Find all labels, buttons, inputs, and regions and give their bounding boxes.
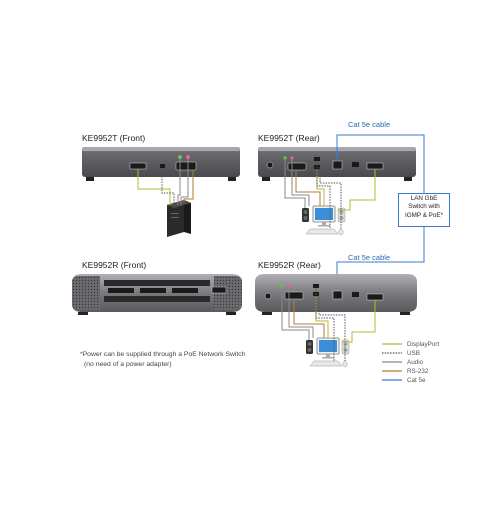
legend-item-displayport: DisplayPort [382, 340, 482, 349]
tx-front-displayport [129, 162, 147, 170]
rx-front-device [72, 274, 242, 315]
legend-item-usb: USB [382, 349, 482, 358]
switch-line-2: Switch with [408, 203, 440, 211]
cat5e-top-cable [334, 134, 425, 193]
legend-item-audio: Audio [382, 358, 482, 367]
rx-rear-title: KE9952R (Rear) [258, 260, 321, 270]
speaker-icon [306, 340, 313, 354]
lan-switch-box: LAN GbE Switch with IGMP & PoE* [398, 193, 450, 227]
cable-legend: DisplayPort USB Audio RS-232 Cat 5e [382, 340, 482, 385]
legend-label: Audio [407, 359, 424, 366]
tx-rear-device [258, 147, 416, 181]
keyboard-icon [309, 360, 343, 367]
legend-label: Cat 5e [407, 377, 426, 384]
legend-label: USB [407, 350, 420, 357]
tx-front-title: KE9952T (Front) [82, 133, 146, 143]
legend-item-rs232: RS-232 [382, 367, 482, 376]
tx-rear-usb-1 [314, 157, 320, 161]
rx-rear-lan-port [332, 290, 343, 300]
tx-rear-cables [284, 160, 376, 229]
rx-front-title: KE9952R (Front) [82, 260, 147, 270]
legend-label: RS-232 [407, 368, 429, 375]
rx-rear-serial-port [284, 291, 304, 300]
tx-rear-sfp-port [352, 162, 359, 167]
mouse-icon [338, 228, 344, 236]
legend-label: DisplayPort [407, 341, 440, 348]
speaker-icon [302, 208, 309, 222]
cable-label-bottom: Cat 5e cable [348, 253, 391, 262]
legend-item-cat5e: Cat 5e [382, 376, 482, 385]
tx-rear-lan-port [332, 160, 343, 170]
switch-line-3: IGMP & PoE* [404, 211, 444, 219]
poe-note: *Power can be supplied through a PoE Net… [80, 350, 245, 370]
tx-front-mic-jack [178, 155, 182, 159]
rx-rear-cables [281, 288, 376, 361]
rx-front-vent-left [72, 276, 100, 310]
tx-rear-power-jack [266, 161, 274, 169]
tx-front-cables [137, 159, 194, 205]
tx-front-device [82, 147, 240, 181]
tx-rear-displayport [366, 162, 384, 170]
rx-rear-device [255, 274, 417, 315]
legend-swatches [382, 343, 402, 381]
tx-rear-title: KE9952T (Rear) [258, 133, 320, 143]
poe-note-line-2: (no need of a power adapter) [84, 361, 172, 368]
tx-front-usb [160, 164, 165, 168]
tx-front-foot-left [86, 177, 94, 181]
keyboard-icon [305, 228, 339, 235]
monitor-icon [316, 337, 340, 359]
poe-note-line-1: *Power can be supplied through a PoE Net… [80, 351, 246, 358]
tx-front-spk-jack [186, 155, 190, 159]
tx-front-foot-right [228, 177, 236, 181]
cable-label-top: Cat 5e cable [348, 120, 391, 129]
rx-front-vent-right [214, 276, 242, 310]
monitor-icon [312, 205, 336, 227]
rx-front-displayport [211, 286, 227, 294]
rx-rear-peripherals [306, 337, 350, 368]
rx-rear-power-jack [264, 292, 272, 300]
mouse-icon [342, 360, 348, 368]
tx-front-body [82, 147, 240, 177]
rx-rear-displayport [366, 293, 384, 301]
tx-rear-serial-port [287, 162, 307, 171]
tx-front-serial-port [175, 161, 197, 171]
switch-line-1: LAN GbE [410, 195, 438, 202]
computer-tower-icon [167, 200, 191, 237]
